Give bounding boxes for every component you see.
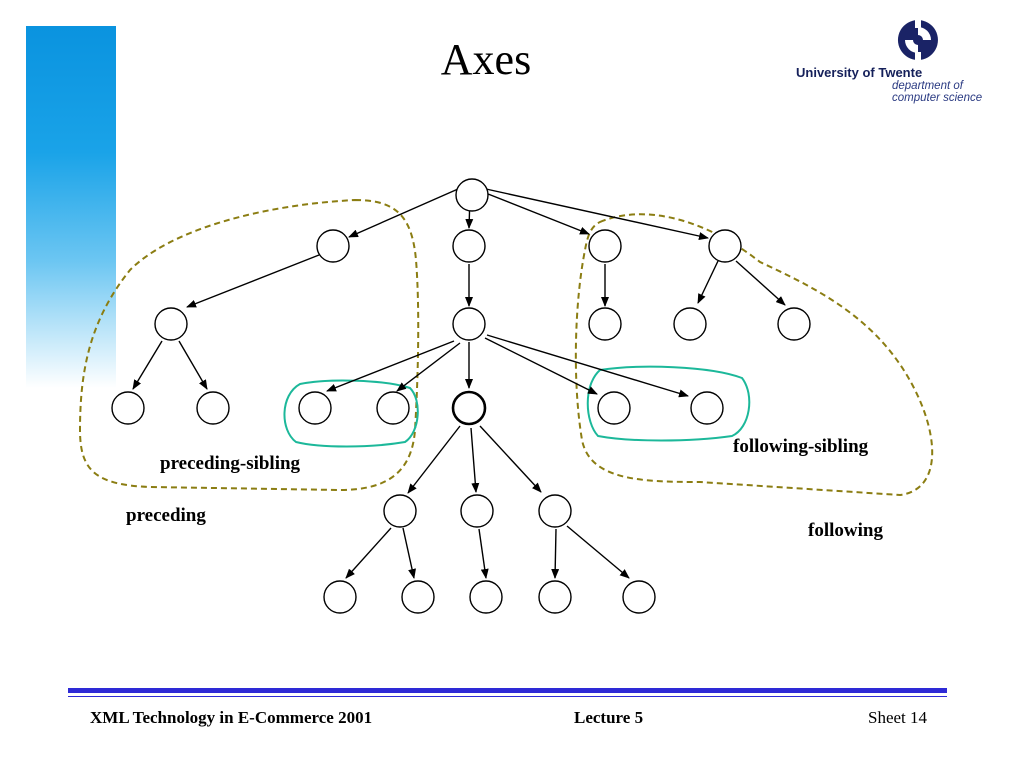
tree-node xyxy=(452,307,486,341)
tree-node xyxy=(622,580,656,614)
tree-node xyxy=(588,229,622,263)
following-label: following xyxy=(808,520,883,541)
tree-node xyxy=(452,229,486,263)
edge xyxy=(470,427,480,493)
tree-node xyxy=(196,391,230,425)
edge xyxy=(402,527,416,579)
department-line-1: department of xyxy=(892,80,963,92)
edge xyxy=(178,340,208,390)
tree-node xyxy=(588,307,622,341)
footer-rule-thin xyxy=(68,696,947,697)
edge xyxy=(486,334,689,398)
tree-node xyxy=(538,580,572,614)
following-region xyxy=(574,213,934,497)
university-name: University of Twente xyxy=(796,65,923,80)
preceding-label: preceding xyxy=(126,505,206,526)
tree-node xyxy=(383,494,417,528)
edge xyxy=(551,528,560,579)
department-name: department of computer science xyxy=(892,80,982,104)
tree-node xyxy=(401,580,435,614)
edge xyxy=(348,188,459,238)
tree-node xyxy=(673,307,707,341)
edge xyxy=(396,342,461,392)
tree-node xyxy=(316,229,350,263)
tree-node xyxy=(777,307,811,341)
edge xyxy=(478,528,489,579)
tree-node xyxy=(708,229,742,263)
edge xyxy=(566,525,630,579)
tree-node xyxy=(690,391,724,425)
tree-node xyxy=(154,307,188,341)
root-node xyxy=(455,178,489,212)
edge xyxy=(407,425,461,494)
footer-rule xyxy=(68,688,947,693)
following-sibling-label: following-sibling xyxy=(733,436,869,457)
context-node xyxy=(451,390,487,426)
university-logo: University of Twente department of compu… xyxy=(790,18,1010,118)
tree-nodes xyxy=(111,178,811,614)
tree-node xyxy=(469,580,503,614)
tree-edges xyxy=(132,188,786,579)
tree-node xyxy=(298,391,332,425)
tree-node xyxy=(538,494,572,528)
tree-node xyxy=(597,391,631,425)
tree-node xyxy=(376,391,410,425)
edge xyxy=(132,340,163,390)
edge xyxy=(345,527,392,579)
edge xyxy=(482,191,590,235)
edge xyxy=(484,337,598,395)
slide-title: Axes xyxy=(440,35,532,84)
footer-course: XML Technology in E-Commerce 2001 xyxy=(90,708,373,727)
side-gradient-bar xyxy=(26,26,116,388)
preceding-sibling-outline xyxy=(283,379,419,448)
tree-node xyxy=(323,580,357,614)
edge xyxy=(735,260,786,306)
edge xyxy=(485,188,709,240)
footer-sheet: Sheet 14 xyxy=(868,708,928,727)
tree-node xyxy=(111,391,145,425)
edge xyxy=(697,260,719,304)
edge xyxy=(186,254,320,308)
footer-lecture: Lecture 5 xyxy=(574,708,644,727)
following-sibling-outline xyxy=(586,365,751,442)
edge xyxy=(479,425,542,493)
tree-node xyxy=(460,494,494,528)
preceding-region xyxy=(78,198,420,492)
edge xyxy=(326,340,455,392)
twente-logo-icon xyxy=(897,18,938,62)
preceding-sibling-label: preceding-sibling xyxy=(160,453,301,474)
department-line-2: computer science xyxy=(892,92,983,104)
